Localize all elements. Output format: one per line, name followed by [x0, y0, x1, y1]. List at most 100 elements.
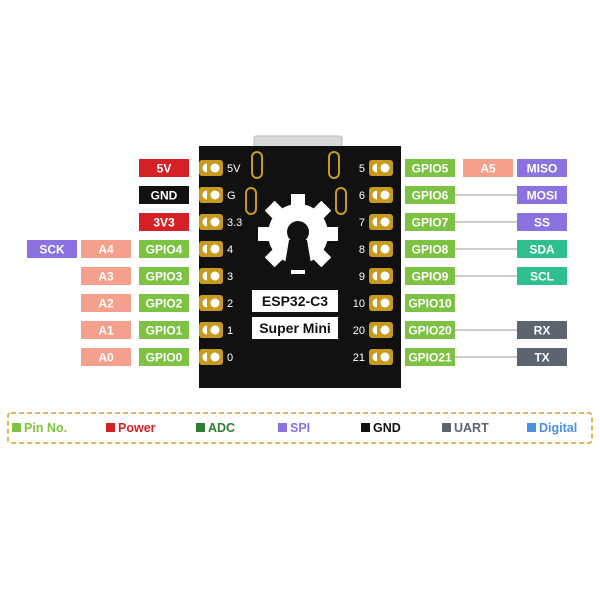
svg-text:GPIO7: GPIO7: [412, 216, 449, 230]
legend-label-2: ADC: [208, 421, 235, 435]
pin-pad-left-1-4: [207, 268, 223, 284]
silk-right-5: 10: [353, 298, 365, 310]
legend-item-6: Digital: [527, 421, 577, 435]
legend-label-1: Power: [118, 421, 156, 435]
svg-text:A4: A4: [98, 243, 114, 257]
board-name-line1: ESP32-C3: [262, 293, 328, 309]
board-slot: [335, 187, 347, 215]
legend-label-3: SPI: [290, 421, 310, 435]
svg-text:GPIO20: GPIO20: [408, 324, 452, 338]
pin-pad-left-1-7: [207, 349, 223, 365]
pin-label-right-0-2: MISO: [517, 159, 567, 177]
pin-label-left-3-1: A4: [81, 240, 131, 258]
pin-pad-right-1-1: [377, 187, 393, 203]
board-name-plate-1: [252, 290, 338, 312]
pin-label-right-0-1: A5: [463, 159, 513, 177]
pin-label-right-3-0: GPIO8: [405, 240, 455, 258]
silk-left-1: G: [227, 190, 236, 202]
legend-swatch-0: [12, 423, 21, 432]
silk-left-5: 2: [227, 298, 233, 310]
legend-label-4: GND: [373, 421, 401, 435]
svg-text:SCK: SCK: [39, 243, 65, 257]
pin-label-right-1-0: GPIO6: [405, 186, 455, 204]
silk-left-6: 1: [227, 325, 233, 337]
board-name-plate-2: [252, 317, 338, 339]
legend-item-5: UART: [442, 421, 489, 435]
svg-text:GPIO9: GPIO9: [412, 270, 449, 284]
pin-pad-right-1-0: [377, 160, 393, 176]
svg-text:MOSI: MOSI: [527, 189, 558, 203]
pin-label-left-3-2: SCK: [27, 240, 77, 258]
svg-text:A3: A3: [98, 270, 114, 284]
silk-right-3: 8: [359, 244, 365, 256]
silk-right-1: 6: [359, 190, 365, 202]
svg-text:GPIO4: GPIO4: [146, 243, 183, 257]
board-slot: [245, 187, 257, 215]
svg-text:GND: GND: [151, 189, 178, 203]
svg-text:5V: 5V: [157, 162, 172, 176]
svg-text:GPIO1: GPIO1: [146, 324, 183, 338]
legend-item-1: Power: [106, 421, 156, 435]
svg-text:A0: A0: [98, 351, 114, 365]
pin-label-left-4-1: A3: [81, 267, 131, 285]
pin-labels: 5VGND3V3GPIO4A4SCKGPIO3A3GPIO2A2GPIO1A1G…: [27, 159, 567, 366]
silk-right-6: 20: [353, 325, 365, 337]
svg-text:GPIO0: GPIO0: [146, 351, 183, 365]
pin-label-left-7-0: GPIO0: [139, 348, 189, 366]
pin-label-right-6-1: RX: [517, 321, 567, 339]
pin-label-left-7-1: A0: [81, 348, 131, 366]
silk-left-7: 0: [227, 352, 233, 364]
pin-pad-right-1-6: [377, 322, 393, 338]
pin-label-right-0-0: GPIO5: [405, 159, 455, 177]
pin-pad-left-1-3: [207, 241, 223, 257]
silk-right-0: 5: [359, 163, 365, 175]
pin-pad-left-1-2: [207, 214, 223, 230]
board-name-line2: Super Mini: [259, 320, 331, 336]
pin-label-left-5-0: GPIO2: [139, 294, 189, 312]
pin-pad-left-1-0: [207, 160, 223, 176]
svg-text:SS: SS: [534, 216, 550, 230]
svg-text:A2: A2: [98, 297, 114, 311]
pin-label-left-5-1: A2: [81, 294, 131, 312]
silk-left-4: 3: [227, 271, 233, 283]
pin-label-right-5-0: GPIO10: [405, 294, 455, 312]
legend-label-6: Digital: [539, 421, 577, 435]
board-slot: [328, 151, 340, 179]
svg-text:GPIO5: GPIO5: [412, 162, 449, 176]
svg-text:GPIO8: GPIO8: [412, 243, 449, 257]
silk-left-3: 4: [227, 244, 233, 256]
legend-swatch-4: [361, 423, 370, 432]
legend-swatch-6: [527, 423, 536, 432]
svg-text:GPIO2: GPIO2: [146, 297, 183, 311]
legend-swatch-1: [106, 423, 115, 432]
pin-pad-left-1-6: [207, 322, 223, 338]
legend-swatch-3: [278, 423, 287, 432]
pin-pad-right-1-2: [377, 214, 393, 230]
pin-label-left-1-0: GND: [139, 186, 189, 204]
pin-pad-right-1-4: [377, 268, 393, 284]
pin-label-right-3-1: SDA: [517, 240, 567, 258]
pin-label-right-4-0: GPIO9: [405, 267, 455, 285]
svg-text:A5: A5: [480, 162, 496, 176]
svg-text:GPIO3: GPIO3: [146, 270, 183, 284]
legend-item-4: GND: [361, 421, 401, 435]
svg-text:A1: A1: [98, 324, 114, 338]
pin-label-right-4-1: SCL: [517, 267, 567, 285]
legend-swatch-2: [196, 423, 205, 432]
pin-label-right-2-0: GPIO7: [405, 213, 455, 231]
svg-text:3V3: 3V3: [153, 216, 175, 230]
pin-pad-right-1-5: [377, 295, 393, 311]
pin-label-right-2-1: SS: [517, 213, 567, 231]
legend-swatch-5: [442, 423, 451, 432]
pin-label-left-6-1: A1: [81, 321, 131, 339]
svg-text:SDA: SDA: [529, 243, 555, 257]
pin-pad-right-1-3: [377, 241, 393, 257]
silk-right-4: 9: [359, 271, 365, 283]
silk-right-7: 21: [353, 352, 365, 364]
connector-lines: [455, 194, 517, 358]
svg-text:MISO: MISO: [527, 162, 558, 176]
gear-logo-icon: [258, 194, 338, 274]
